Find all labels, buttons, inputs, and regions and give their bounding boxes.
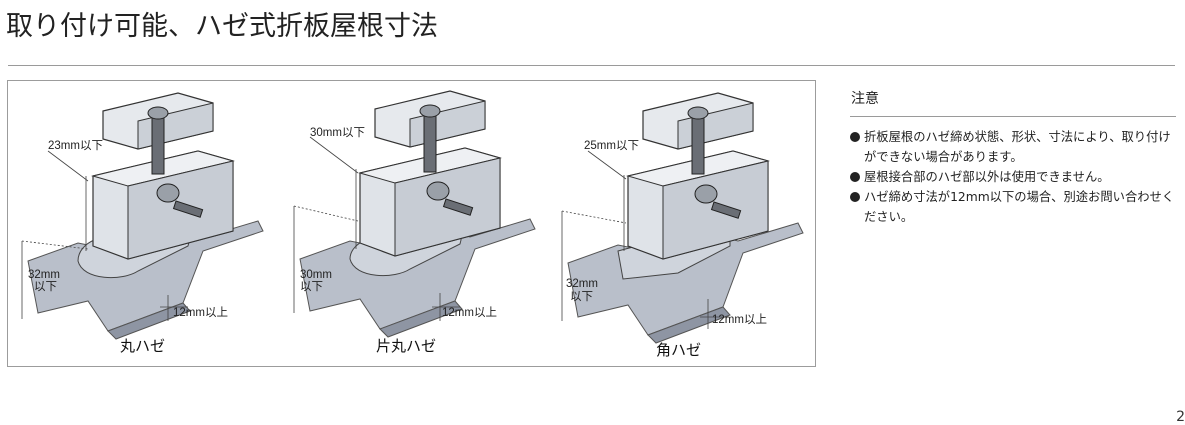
figure-kaku-haze: 25mm以下 32mm 以下 12mm以上 角ハゼ (548, 81, 816, 366)
top-dimension-label: 25mm以下 (584, 140, 639, 152)
figure-maru-haze: 23mm以下 32mm 以下 12mm以上 丸ハゼ (8, 81, 278, 366)
figure-caption: 角ハゼ (656, 341, 702, 359)
top-dimension-label: 30mm以下 (310, 127, 365, 139)
height-dimension-value: 32mm (28, 269, 60, 281)
bottom-dimension-label: 12mm以上 (173, 307, 228, 319)
title-divider (8, 65, 1175, 66)
bullet-icon (850, 192, 860, 202)
notes-divider (850, 116, 1176, 117)
note-text: ハゼ締め寸法が12mm以下の場合、別途お問い合わせください。 (864, 190, 1175, 224)
note-item: 屋根接合部のハゼ部以外は使用できません。 (850, 167, 1180, 187)
page-number: 2 (1176, 409, 1185, 425)
notes-title: 注意 (851, 91, 879, 107)
bottom-dimension-label: 12mm以上 (712, 314, 767, 326)
height-dimension-suffix: 以下 (300, 281, 323, 293)
clamp-illustration-kaku (561, 92, 804, 344)
figure-panel: 23mm以下 32mm 以下 12mm以上 丸ハゼ 30mm以下 (7, 80, 816, 367)
top-dimension-label: 23mm以下 (48, 140, 103, 152)
note-item: 折板屋根のハゼ締め状態、形状、寸法により、取り付けができない場合があります。 (850, 127, 1180, 167)
clamp-illustration-katamaru (293, 90, 536, 338)
bullet-icon (850, 172, 860, 182)
page-title: 取り付け可能、ハゼ式折板屋根寸法 (6, 11, 438, 42)
note-item: ハゼ締め寸法が12mm以下の場合、別途お問い合わせください。 (850, 187, 1180, 227)
height-dimension-value: 30mm (300, 269, 332, 281)
notes-section: 注意 折板屋根のハゼ締め状態、形状、寸法により、取り付けができない場合があります… (850, 88, 1180, 227)
figure-caption: 丸ハゼ (120, 337, 166, 355)
bullet-icon (850, 132, 860, 142)
note-text: 折板屋根のハゼ締め状態、形状、寸法により、取り付けができない場合があります。 (864, 130, 1171, 164)
height-dimension-suffix: 以下 (34, 281, 57, 293)
bottom-dimension-label: 12mm以上 (442, 307, 497, 319)
height-dimension-suffix: 以下 (570, 291, 593, 303)
height-dimension-value: 32mm (566, 278, 598, 290)
figure-caption: 片丸ハゼ (376, 337, 437, 355)
clamp-illustration-maru (21, 92, 264, 340)
figure-katamaru-haze: 30mm以下 30mm 以下 12mm以上 片丸ハゼ (280, 81, 550, 366)
note-text: 屋根接合部のハゼ部以外は使用できません。 (864, 170, 1110, 184)
